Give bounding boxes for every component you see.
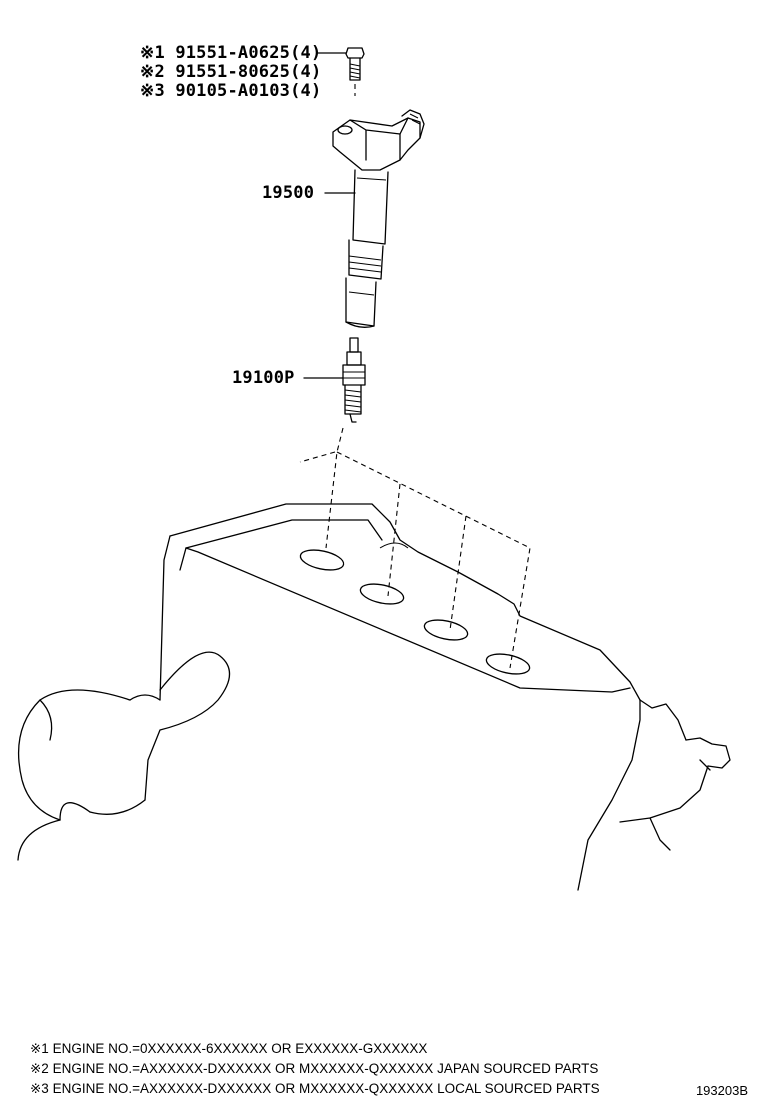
engine-number-note-3: ※3 ENGINE NO.=AXXXXXX-DXXXXXX OR MXXXXXX… [30, 1081, 600, 1096]
engine-block-drawing [17, 503, 731, 891]
bolt-part-number-3[interactable]: ※3 90105-A0103(4) [140, 81, 322, 101]
ignition-coil-part-number[interactable]: 19500 [262, 183, 315, 203]
diagram-id: 193203B [695, 1083, 748, 1098]
engine-number-note-1: ※1 ENGINE NO.=0XXXXXX-6XXXXXX OR EXXXXXX… [30, 1041, 428, 1056]
bolt-drawing [317, 47, 365, 96]
alignment-lines [299, 427, 531, 669]
bolt-part-number-1[interactable]: ※1 91551-A0625(4) [140, 43, 322, 63]
spark-plug-part-number[interactable]: 19100P [232, 368, 295, 388]
engine-number-note-2: ※2 ENGINE NO.=AXXXXXX-DXXXXXX OR MXXXXXX… [30, 1061, 599, 1076]
ignition-coil-drawing [324, 109, 425, 328]
bolt-part-number-2[interactable]: ※2 91551-80625(4) [140, 62, 322, 82]
spark-plug-drawing [303, 337, 366, 423]
